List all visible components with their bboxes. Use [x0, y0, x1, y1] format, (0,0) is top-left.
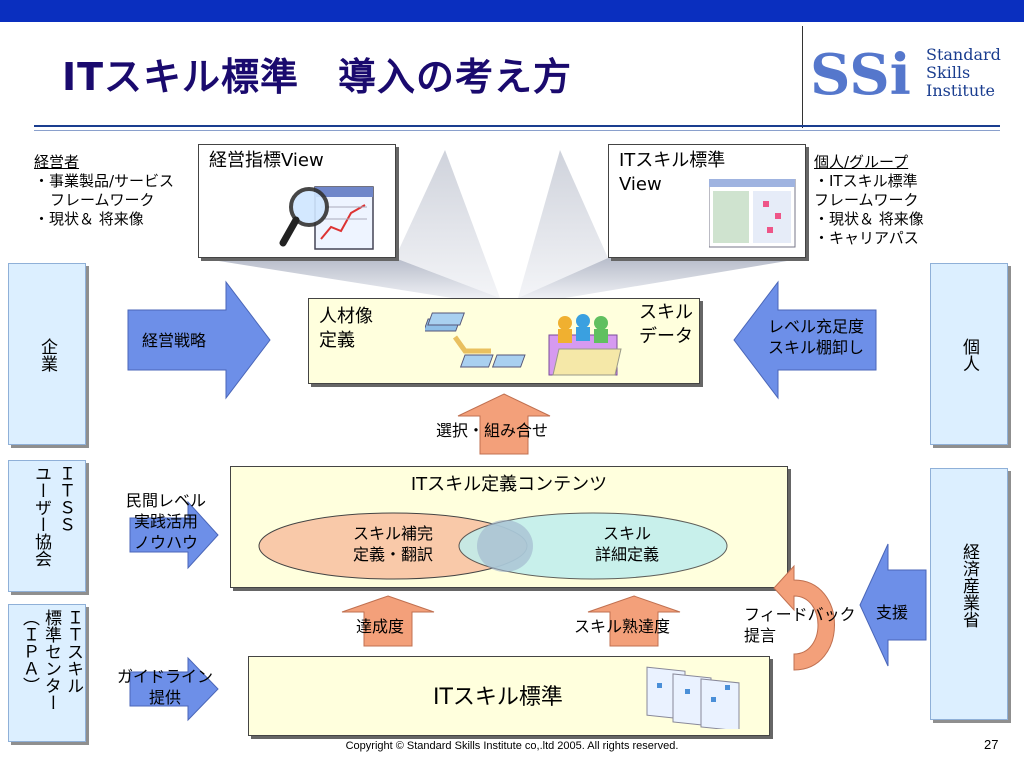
itss-view-box: ITスキル標準 View — [608, 144, 806, 258]
achievement-label: 達成度 — [356, 617, 405, 636]
guideline-label: ガイドライン 提供 — [110, 666, 220, 708]
individual-item-1: ・ITスキル標準 — [814, 172, 918, 190]
contents-ellipses — [258, 512, 728, 580]
manager-item-2: ・現状＆ 将来像 — [34, 210, 144, 228]
level-arrow — [733, 280, 877, 400]
proficiency-label: スキル熟達度 — [574, 617, 671, 636]
talent-label-1: 人材像 — [319, 306, 373, 327]
feedback-arrow — [773, 564, 835, 671]
level-label-1: レベル充足度 — [767, 317, 864, 336]
itss-view-line2: View — [619, 174, 662, 195]
minkan-line1: 民間レベル — [125, 491, 206, 510]
manager-heading: 経営者 — [34, 153, 80, 171]
logo-line2: Skills — [926, 63, 970, 82]
panel-itss-label-2: ユーザー協会 — [31, 465, 51, 567]
panel-individual-label: 個人 — [959, 338, 979, 372]
minkan-arrow — [129, 500, 219, 570]
panel-itss-center: ＩＴスキル 標準センター （ＩＰＡ） — [8, 604, 86, 742]
ellipse-left-line2: 定義・翻訳 — [352, 545, 433, 564]
panel-meti-label: 経済産業省 — [959, 543, 979, 628]
slide-title: ITスキル標準 導入の考え方 — [62, 55, 573, 99]
guideline-line2: 提供 — [148, 688, 181, 707]
skill-contents-box: ITスキル定義コンテンツ スキル補完 定義・翻訳 スキル 詳細定義 — [230, 466, 788, 588]
individual-item-1b: フレームワーク — [814, 191, 919, 209]
panel-individual: 個人 — [930, 263, 1008, 445]
management-view-label: 経営指標View — [209, 150, 324, 171]
panel-center-label-3: （ＩＰＡ） — [19, 609, 39, 694]
feedback-line1: フィードバック — [744, 605, 856, 624]
org-blocks-icon — [425, 312, 526, 368]
panel-center-label-2: 標準センター — [41, 609, 61, 711]
talent-definition-box: 人材像 定義 スキル データ — [308, 298, 700, 384]
level-label: レベル充足度 スキル棚卸し — [752, 316, 880, 358]
strategy-arrow — [127, 280, 271, 400]
panel-meti: 経済産業省 — [930, 468, 1008, 720]
itss-standard-box: ITスキル標準 — [248, 656, 770, 736]
strategy-label: 経営戦略 — [142, 331, 207, 350]
management-view-box: 経営指標View — [198, 144, 396, 258]
panel-itss-user-association: ＩＴＳＳ ユーザー協会 — [8, 460, 86, 592]
support-arrow — [859, 543, 927, 667]
achievement-arrow — [341, 595, 435, 647]
feedback-label: フィードバック 提言 — [744, 604, 856, 646]
header-rule-thin — [34, 130, 1000, 131]
ellipse-left-line1: スキル補完 — [352, 524, 433, 543]
ellipse-right-line1: スキル — [602, 524, 651, 543]
page-number: 27 — [984, 737, 999, 752]
level-label-2: スキル棚卸し — [767, 338, 864, 357]
grid-documents-icon — [646, 666, 740, 729]
skill-table-icon — [709, 179, 796, 248]
title-divider — [802, 26, 803, 128]
panel-itss-label-1: ＩＴＳＳ — [55, 465, 75, 533]
panel-center-label-1: ＩＴスキル — [63, 609, 83, 694]
individual-heading: 個人/グループ — [814, 153, 909, 171]
panel-company: 企業 — [8, 263, 86, 445]
ellipse-right-line2: 詳細定義 — [594, 545, 659, 564]
manager-item-1: ・事業製品/サービス — [34, 172, 175, 190]
skill-data-label-1: スキル — [639, 302, 693, 323]
itss-standard-label: ITスキル標準 — [433, 685, 563, 710]
people-folder-icon — [548, 314, 622, 376]
individual-note: 個人/グループ ・ITスキル標準 フレームワーク ・現状＆ 将来像 ・キャリアパ… — [814, 153, 924, 248]
logo-line1: Standard — [926, 45, 1001, 64]
individual-item-2: ・現状＆ 将来像 — [814, 210, 924, 228]
select-label: 選択・組み合せ — [436, 421, 549, 440]
manager-note: 経営者 ・事業製品/サービス フレームワーク ・現状＆ 将来像 — [34, 153, 174, 229]
top-bar — [0, 0, 1024, 22]
manager-item-1b: フレームワーク — [50, 191, 155, 209]
skill-data-label-2: データ — [639, 326, 693, 347]
minkan-label: 民間レベル 実践活用 ノウハウ — [104, 490, 228, 553]
talent-label-2: 定義 — [319, 330, 355, 351]
proficiency-arrow — [587, 595, 681, 647]
itss-view-line1: ITスキル標準 — [619, 150, 726, 171]
minkan-line3: ノウハウ — [133, 533, 198, 552]
select-arrow — [457, 393, 551, 455]
panel-company-label: 企業 — [37, 338, 57, 372]
guideline-arrow — [129, 656, 219, 722]
copyright-footer: Copyright © Standard Skills Institute co… — [345, 740, 679, 752]
header-rule — [34, 125, 1000, 127]
magnifier-chart-icon — [279, 186, 374, 250]
contents-title: ITスキル定義コンテンツ — [410, 474, 608, 495]
individual-item-3: ・キャリアパス — [814, 229, 919, 247]
minkan-line2: 実践活用 — [133, 512, 198, 531]
logo-line3: Institute — [926, 81, 995, 100]
ssi-logo: SSi Standard Skills Institute — [808, 40, 1004, 108]
feedback-line2: 提言 — [744, 626, 777, 645]
guideline-line1: ガイドライン — [116, 667, 213, 686]
logo-mark: SSi — [810, 42, 911, 104]
support-label: 支援 — [876, 603, 909, 622]
